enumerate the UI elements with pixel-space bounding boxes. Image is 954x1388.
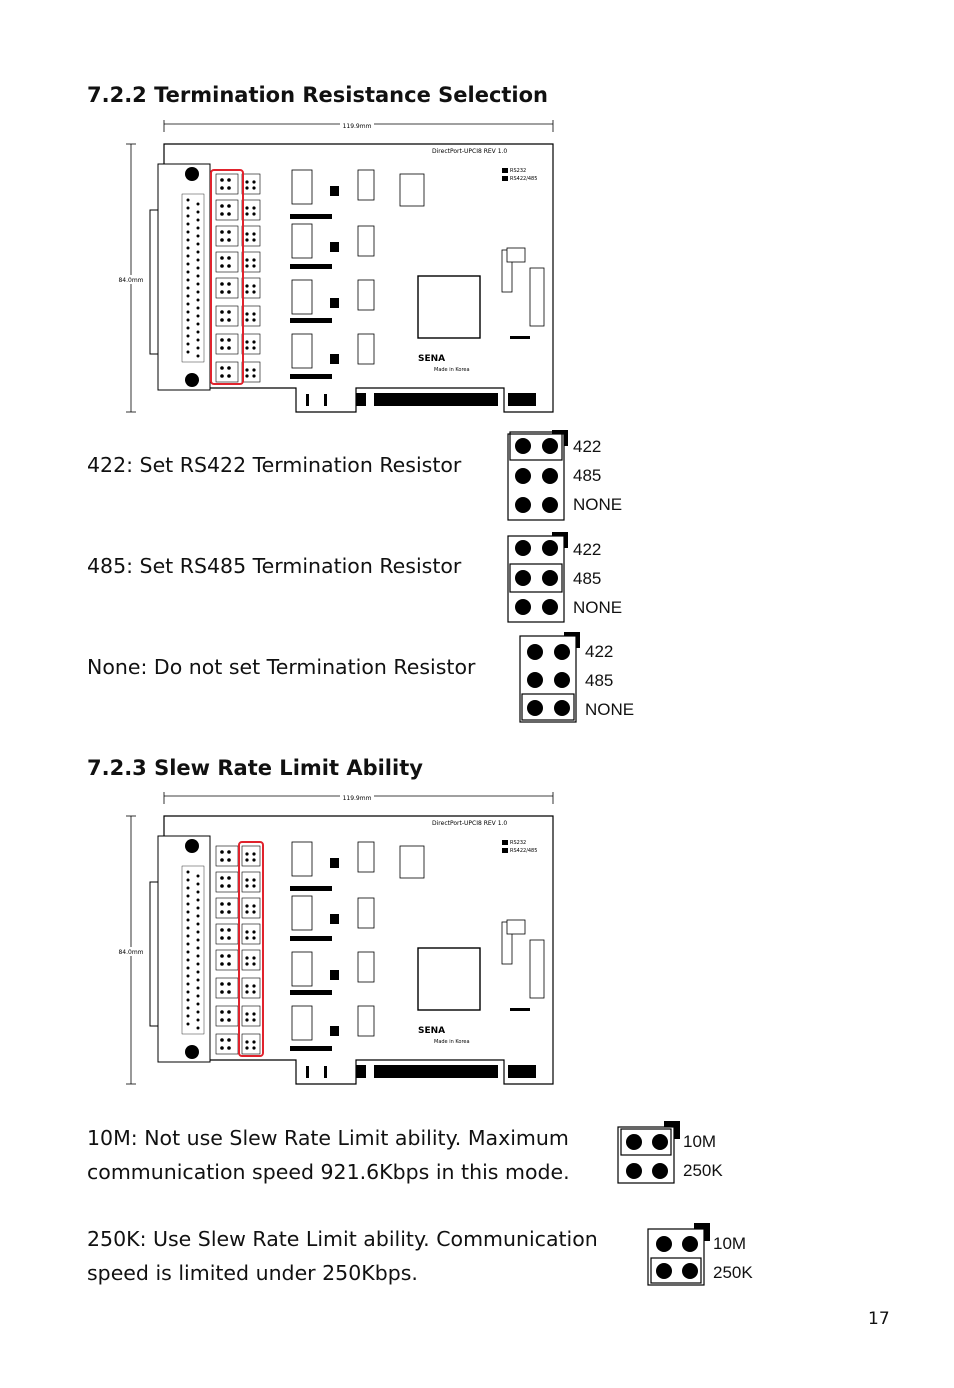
board-width-label: 119.9mm — [343, 123, 372, 130]
board-made-in: Made in Korea — [434, 367, 470, 373]
board-rs422-label: RS422/485 — [510, 176, 537, 182]
jumper-label-250k: 250K — [683, 1161, 723, 1180]
jumper-485-diagram — [507, 532, 568, 623]
jumper-label-none: NONE — [585, 700, 635, 719]
jumper-label-250k: 250K — [713, 1263, 753, 1282]
option-250k-line1: 250K: Use Slew Rate Limit ability. Commu… — [87, 1227, 598, 1251]
board-rs422-label: RS422/485 — [510, 848, 537, 854]
board-width-label: 119.9mm — [343, 795, 372, 802]
jumper-422-diagram — [507, 430, 568, 521]
section-heading-termination: 7.2.2 Termination Resistance Selection — [87, 83, 549, 107]
jumper-label-485: 485 — [573, 569, 602, 588]
option-422-text: 422: Set RS422 Termination Resistor — [87, 453, 462, 477]
jumper-label-485: 485 — [573, 466, 602, 485]
board-brand: SENA — [418, 1026, 445, 1036]
page-number: 17 — [868, 1309, 890, 1329]
board-model-label: DirectPort-UPCI8 REV 1.0 — [432, 820, 507, 827]
option-250k-line2: speed is limited under 250Kbps. — [87, 1261, 418, 1285]
board-brand: SENA — [418, 354, 445, 364]
board-rs232-label: RS232 — [510, 168, 526, 174]
jumper-label-485: 485 — [585, 671, 614, 690]
board-diagram-termination: 119.9mm 84.0mm — [114, 120, 554, 413]
jumper-label-10m: 10M — [683, 1132, 717, 1151]
option-10m-line2: communication speed 921.6Kbps in this mo… — [87, 1160, 570, 1184]
jumper-label-422: 422 — [573, 437, 602, 456]
jumper-250k-diagram — [647, 1223, 710, 1286]
highlight-slew-rate-jumpers — [238, 841, 264, 1057]
board-height-label: 84.0mm — [118, 949, 143, 956]
section-heading-slew-rate: 7.2.3 Slew Rate Limit Ability — [87, 756, 423, 780]
jumper-label-422: 422 — [573, 540, 602, 559]
highlight-termination-jumpers — [210, 169, 244, 385]
option-10m-line1: 10M: Not use Slew Rate Limit ability. Ma… — [87, 1126, 569, 1150]
jumper-label-none: NONE — [573, 495, 623, 514]
board-height-label: 84.0mm — [118, 277, 143, 284]
board-rs232-label: RS232 — [510, 840, 526, 846]
board-made-in: Made in Korea — [434, 1039, 470, 1045]
jumper-label-10m: 10M — [713, 1234, 747, 1253]
jumper-none-diagram — [519, 632, 580, 723]
jumper-10m-diagram — [617, 1121, 680, 1184]
jumper-label-none: NONE — [573, 598, 623, 617]
board-diagram-slew-rate: 119.9mm 84.0mm — [114, 792, 554, 1085]
option-none-text: None: Do not set Termination Resistor — [87, 655, 476, 679]
option-485-text: 485: Set RS485 Termination Resistor — [87, 554, 462, 578]
jumper-label-422: 422 — [585, 642, 614, 661]
board-model-label: DirectPort-UPCI8 REV 1.0 — [432, 148, 507, 155]
